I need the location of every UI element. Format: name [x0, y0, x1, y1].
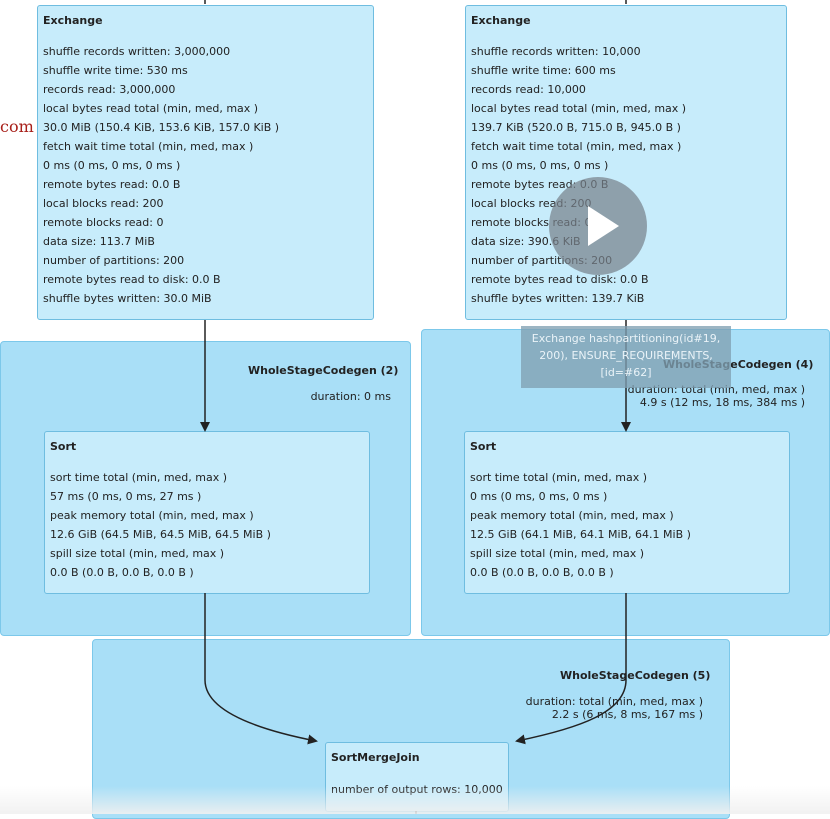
side-text: com	[0, 117, 34, 136]
play-icon	[588, 206, 619, 246]
play-button[interactable]	[549, 177, 647, 275]
metric-line: peak memory total (min, med, max )	[50, 509, 254, 522]
metric-line: 0 ms (0 ms, 0 ms, 0 ms )	[471, 159, 609, 172]
metric-line: shuffle records written: 3,000,000	[43, 45, 231, 58]
metric-line: shuffle bytes written: 139.7 KiB	[471, 292, 645, 305]
cluster-title: WholeStageCodegen (2)	[248, 364, 399, 377]
node-title: SortMergeJoin	[331, 751, 420, 764]
metric-line: 12.5 GiB (64.1 MiB, 64.1 MiB, 64.1 MiB )	[470, 528, 691, 541]
tooltip: Exchange hashpartitioning(id#19, 200), E…	[521, 326, 731, 388]
metric-line: number of partitions: 200	[43, 254, 185, 267]
metric-line: spill size total (min, med, max )	[50, 547, 225, 560]
metric-line: 0.0 B (0.0 B, 0.0 B, 0.0 B )	[50, 566, 194, 579]
edge-sort-left-to-join	[204, 593, 318, 745]
tooltip-line: 200), ENSURE_REQUIREMENTS,	[539, 349, 713, 362]
metric-line: shuffle write time: 600 ms	[471, 64, 616, 77]
metric-line: sort time total (min, med, max )	[50, 471, 228, 484]
metric-line: local blocks read: 200	[43, 197, 164, 210]
metric-line: records read: 10,000	[471, 83, 586, 96]
metric-line: 57 ms (0 ms, 0 ms, 27 ms )	[50, 490, 202, 503]
node-title: Exchange	[43, 14, 103, 27]
exchange-node-left[interactable]: Exchange shuffle records written: 3,000,…	[37, 5, 374, 320]
metric-line: remote bytes read to disk: 0.0 B	[43, 273, 221, 286]
duration-line: duration: total (min, med, max )	[525, 695, 703, 708]
metric-line: 0.0 B (0.0 B, 0.0 B, 0.0 B )	[470, 566, 614, 579]
duration-line: 2.2 s (6 ms, 8 ms, 167 ms )	[551, 708, 703, 721]
node-title: Sort	[470, 440, 497, 453]
metric-line: fetch wait time total (min, med, max )	[471, 140, 682, 153]
metric-line: data size: 113.7 MiB	[43, 235, 155, 248]
tooltip-line: [id=#62]	[600, 366, 652, 379]
metric-line: records read: 3,000,000	[43, 83, 176, 96]
wholestagecodegen-2-cluster[interactable]: WholeStageCodegen (2) duration: 0 ms Sor…	[0, 341, 411, 636]
metric-line: local bytes read total (min, med, max )	[471, 102, 687, 115]
sort-node-right[interactable]: Sort sort time total (min, med, max ) 0 …	[464, 431, 790, 594]
cluster-title: WholeStageCodegen (5)	[560, 669, 711, 682]
cluster-duration: duration: total (min, med, max ) 2.2 s (…	[526, 695, 703, 721]
duration-line: 4.9 s (12 ms, 18 ms, 384 ms )	[639, 396, 805, 409]
metric-line: remote blocks read: 0	[43, 216, 164, 229]
metric-line: 139.7 KiB (520.0 B, 715.0 B, 945.0 B )	[471, 121, 681, 134]
edge-sort-right-to-join	[515, 593, 627, 745]
node-title: Sort	[50, 440, 77, 453]
metric-line: spill size total (min, med, max )	[470, 547, 645, 560]
tooltip-line: Exchange hashpartitioning(id#19,	[531, 332, 721, 345]
metric-line: shuffle bytes written: 30.0 MiB	[43, 292, 212, 305]
node-title: Exchange	[471, 14, 531, 27]
metric-line: local bytes read total (min, med, max )	[43, 102, 259, 115]
metric-line: sort time total (min, med, max )	[470, 471, 648, 484]
exchange-node-right[interactable]: Exchange shuffle records written: 10,000…	[465, 5, 787, 320]
metric-line: fetch wait time total (min, med, max )	[43, 140, 254, 153]
wholestagecodegen-4-cluster[interactable]: WholeStageCodegen (4) duration: total (m…	[421, 329, 830, 636]
metric-line: remote bytes read: 0.0 B	[43, 178, 181, 191]
cluster-duration: duration: 0 ms	[310, 390, 391, 403]
metric-line: shuffle records written: 10,000	[471, 45, 641, 58]
metric-line: 0 ms (0 ms, 0 ms, 0 ms )	[470, 490, 608, 503]
metric-line: remote bytes read to disk: 0.0 B	[471, 273, 649, 286]
metric-line: 0 ms (0 ms, 0 ms, 0 ms )	[43, 159, 181, 172]
metric-line: peak memory total (min, med, max )	[470, 509, 674, 522]
metric-line: 30.0 MiB (150.4 KiB, 153.6 KiB, 157.0 Ki…	[43, 121, 280, 134]
metric-line: shuffle write time: 530 ms	[43, 64, 188, 77]
metric-line: 12.6 GiB (64.5 MiB, 64.5 MiB, 64.5 MiB )	[50, 528, 271, 541]
bottom-fade	[0, 786, 830, 814]
sort-node-left[interactable]: Sort sort time total (min, med, max ) 57…	[44, 431, 370, 594]
